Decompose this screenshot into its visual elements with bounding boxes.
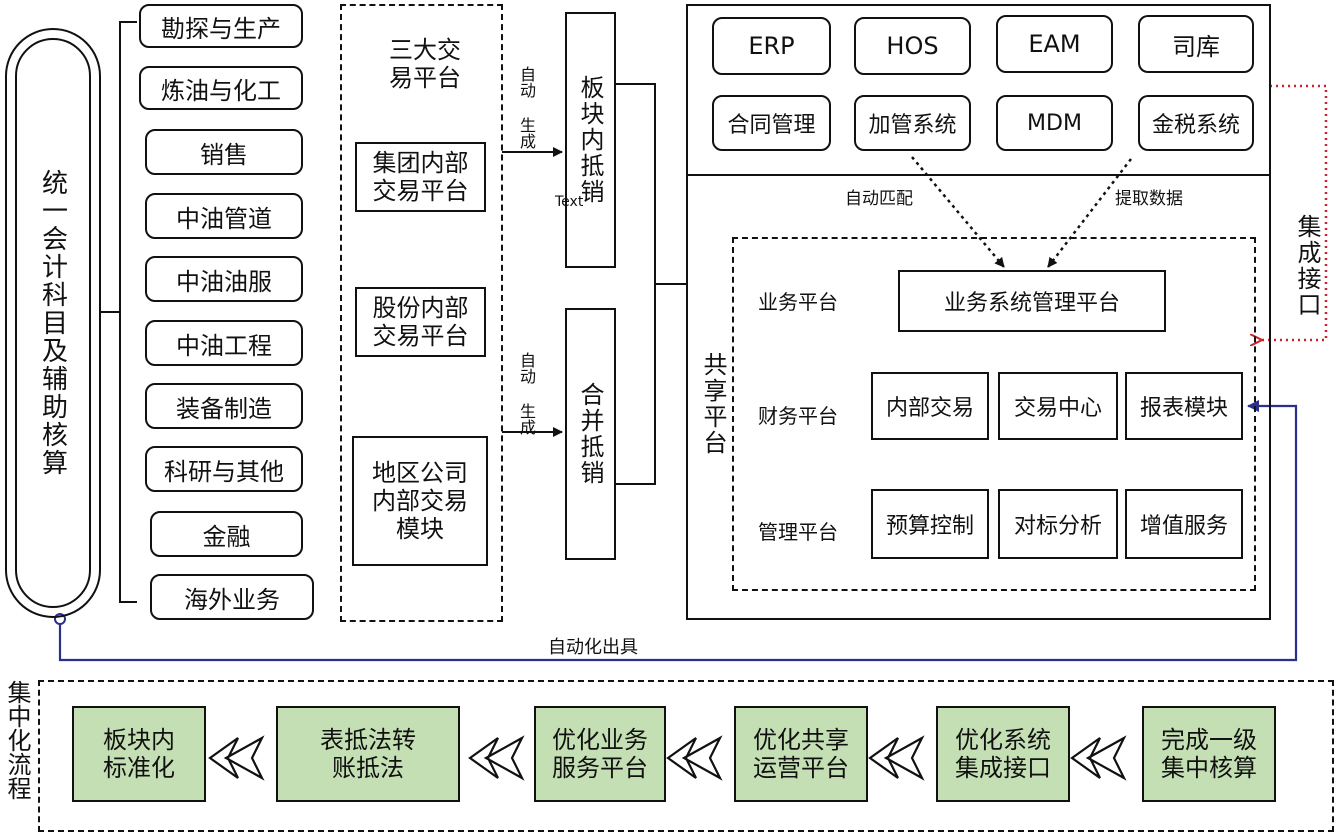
sector-offset-box: 板块内抵销 xyxy=(565,12,616,268)
process-step-3: 优化业务 服务平台 xyxy=(534,706,666,802)
trading-platform-group: 集团内部 交易平台 xyxy=(355,142,486,212)
consolidated-offset-box: 合并抵销 xyxy=(565,308,616,560)
trading-platform-regional: 地区公司 内部交易 模块 xyxy=(352,436,488,566)
stray-text: Text xyxy=(555,194,584,210)
process-step-4: 优化共享 运营平台 xyxy=(734,706,868,802)
sector-item: 勘探与生产 xyxy=(139,4,303,48)
auto-generate-label-1: 自动 生成 xyxy=(517,66,536,149)
mgmt-value-added-service: 增值服务 xyxy=(1125,489,1243,559)
sector-offset-label: 板块内抵销 xyxy=(576,75,604,205)
system-hos: HOS xyxy=(854,17,971,75)
trading-platforms-title: 三大交 易平台 xyxy=(389,36,461,93)
system-jiaguan: 加管系统 xyxy=(854,95,971,151)
process-step-5: 优化系统 集成接口 xyxy=(936,706,1070,802)
sector-item: 海外业务 xyxy=(150,574,314,620)
process-label: 集中化流程 xyxy=(3,680,31,800)
process-step-1: 板块内 标准化 xyxy=(72,706,206,802)
auto-match-label: 自动匹配 xyxy=(845,189,913,209)
system-treasury: 司库 xyxy=(1138,15,1254,73)
auto-output-line xyxy=(58,400,1298,662)
sector-item: 中油油服 xyxy=(145,256,303,302)
extract-data-arrow xyxy=(1047,158,1132,268)
finance-trade-center: 交易中心 xyxy=(998,372,1118,440)
system-contract: 合同管理 xyxy=(712,95,831,151)
process-step-2: 表抵法转 账抵法 xyxy=(276,706,460,802)
finance-platform-label: 财务平台 xyxy=(758,404,838,428)
process-step-6: 完成一级 集中核算 xyxy=(1142,706,1276,802)
shared-platform-label: 共享平台 xyxy=(699,352,727,456)
sector-item: 中油管道 xyxy=(145,193,303,239)
trading-platform-stock: 股份内部 交易平台 xyxy=(355,287,486,357)
sector-item: 炼油与化工 xyxy=(139,66,303,110)
unified-accounting-capsule: 统一会计科目及辅助核算 xyxy=(5,28,101,618)
business-system-mgmt-platform: 业务系统管理平台 xyxy=(898,270,1166,332)
sector-bracket xyxy=(119,21,137,603)
integration-interface-label: 集成接口 xyxy=(1293,214,1321,318)
finance-report-module: 报表模块 xyxy=(1125,372,1243,440)
systems-divider xyxy=(686,174,1271,176)
unified-accounting-capsule-inner: 统一会计科目及辅助核算 xyxy=(15,38,91,608)
shared-platform-container xyxy=(732,237,1256,591)
system-mdm: MDM xyxy=(996,95,1113,151)
system-golden-tax: 金税系统 xyxy=(1138,95,1254,151)
sector-item: 销售 xyxy=(145,129,303,175)
unified-accounting-title: 统一会计科目及辅助核算 xyxy=(37,169,68,477)
process-chevrons xyxy=(208,735,1127,781)
business-platform-label: 业务平台 xyxy=(758,290,838,314)
consolidated-offset-label: 合并抵销 xyxy=(576,382,604,486)
offset-to-platform-bracket xyxy=(616,83,656,485)
integration-interface-line xyxy=(1260,84,1328,340)
management-platform-label: 管理平台 xyxy=(758,520,838,544)
sector-item: 科研与其他 xyxy=(145,446,303,492)
auto-output-label: 自动化出具 xyxy=(548,637,638,658)
sector-item: 中油工程 xyxy=(145,320,303,366)
sector-item: 金融 xyxy=(150,511,303,557)
process-container xyxy=(38,680,1334,832)
mgmt-budget-control: 预算控制 xyxy=(871,489,989,559)
auto-generate-label-2: 自动 生成 xyxy=(517,352,536,435)
systems-panel xyxy=(686,4,1271,620)
mgmt-benchmark-analysis: 对标分析 xyxy=(998,489,1118,559)
system-erp: ERP xyxy=(712,17,831,75)
sector-item: 装备制造 xyxy=(145,383,303,429)
extract-data-label: 提取数据 xyxy=(1115,189,1183,209)
system-eam: EAM xyxy=(996,15,1113,73)
finance-internal-trade: 内部交易 xyxy=(871,372,989,440)
trading-platforms-container xyxy=(340,4,503,622)
